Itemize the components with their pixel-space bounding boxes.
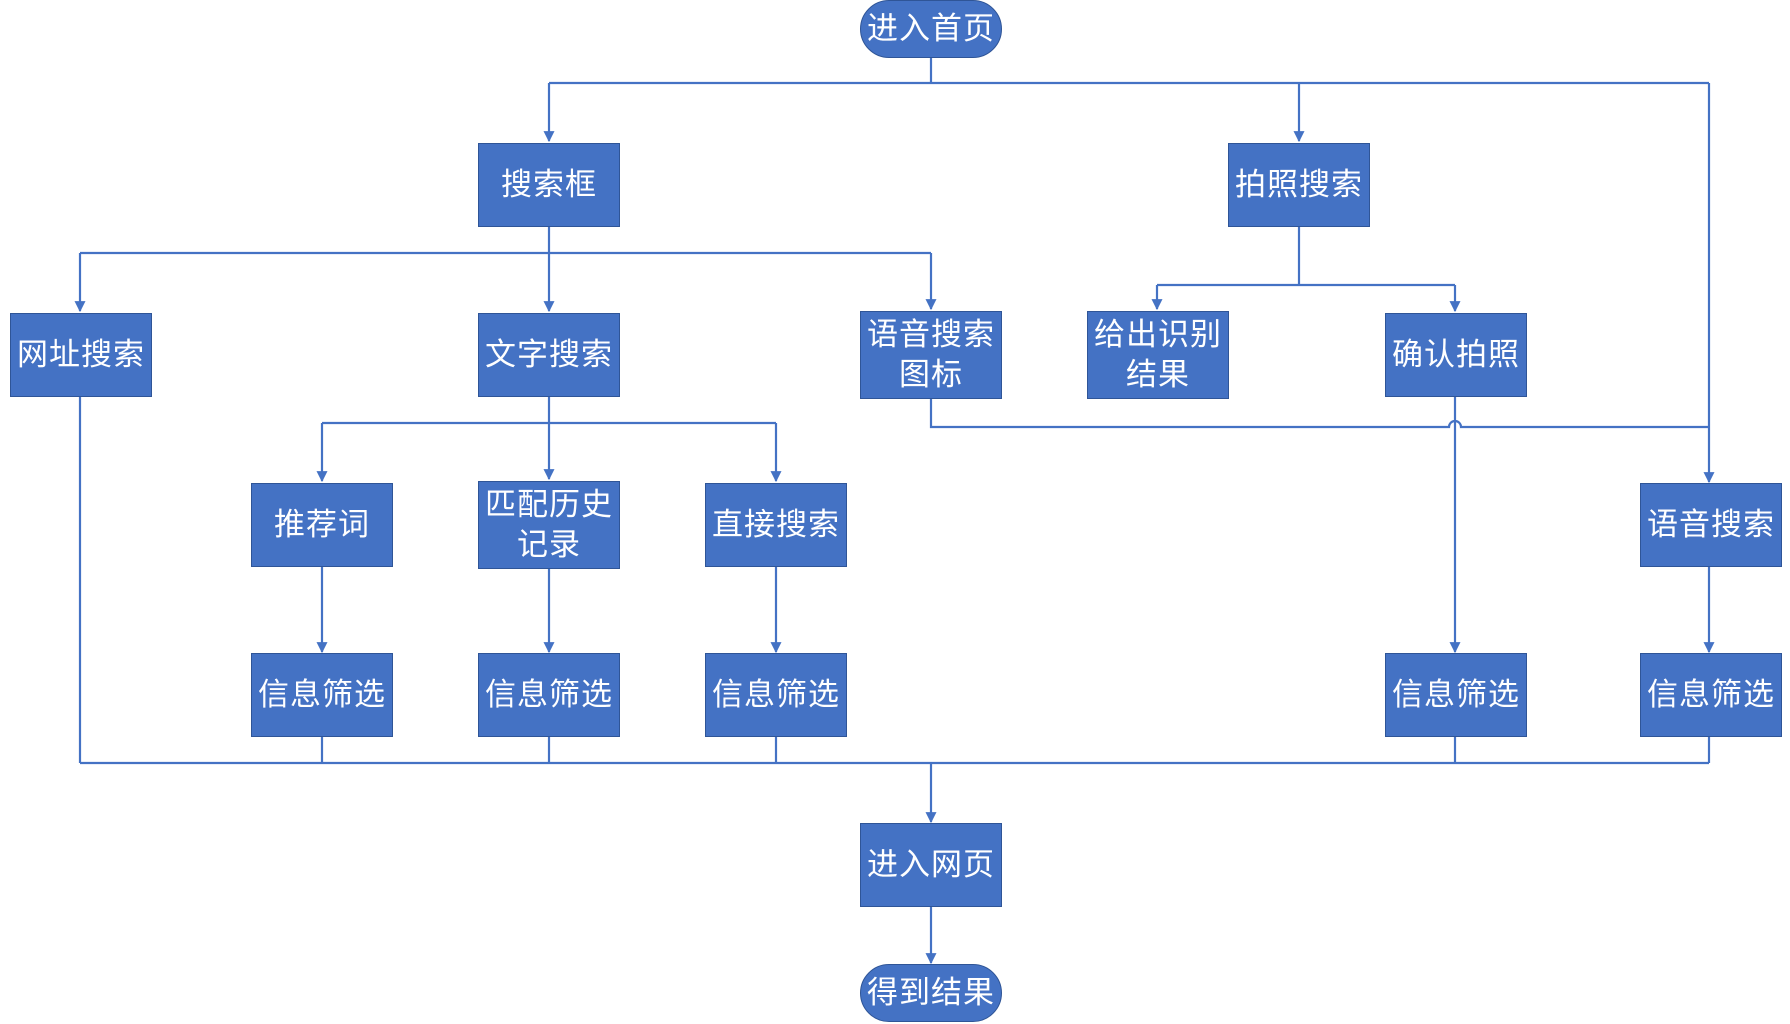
match-history-node: 匹配历史记录 — [478, 481, 620, 569]
end-node: 得到结果 — [860, 964, 1002, 1022]
voice-search-node: 语音搜索 — [1640, 483, 1782, 567]
voice-search-icon-node: 语音搜索图标 — [860, 311, 1002, 399]
photo-search-node: 拍照搜索 — [1228, 143, 1370, 227]
filter-node-4: 信息筛选 — [1385, 653, 1527, 737]
start-node: 进入首页 — [860, 0, 1002, 58]
filter-node-3: 信息筛选 — [705, 653, 847, 737]
filter-node-5: 信息筛选 — [1640, 653, 1782, 737]
filter-node-1: 信息筛选 — [251, 653, 393, 737]
text-search-node: 文字搜索 — [478, 313, 620, 397]
give-result-node: 给出识别结果 — [1087, 311, 1229, 399]
confirm-photo-node: 确认拍照 — [1385, 313, 1527, 397]
filter-node-2: 信息筛选 — [478, 653, 620, 737]
direct-search-node: 直接搜索 — [705, 483, 847, 567]
connector-voice-icon-to-voice-search — [929, 399, 1709, 429]
recommend-words-node: 推荐词 — [251, 483, 393, 567]
search-box-node: 搜索框 — [478, 143, 620, 227]
enter-page-node: 进入网页 — [860, 823, 1002, 907]
url-search-node: 网址搜索 — [10, 313, 152, 397]
